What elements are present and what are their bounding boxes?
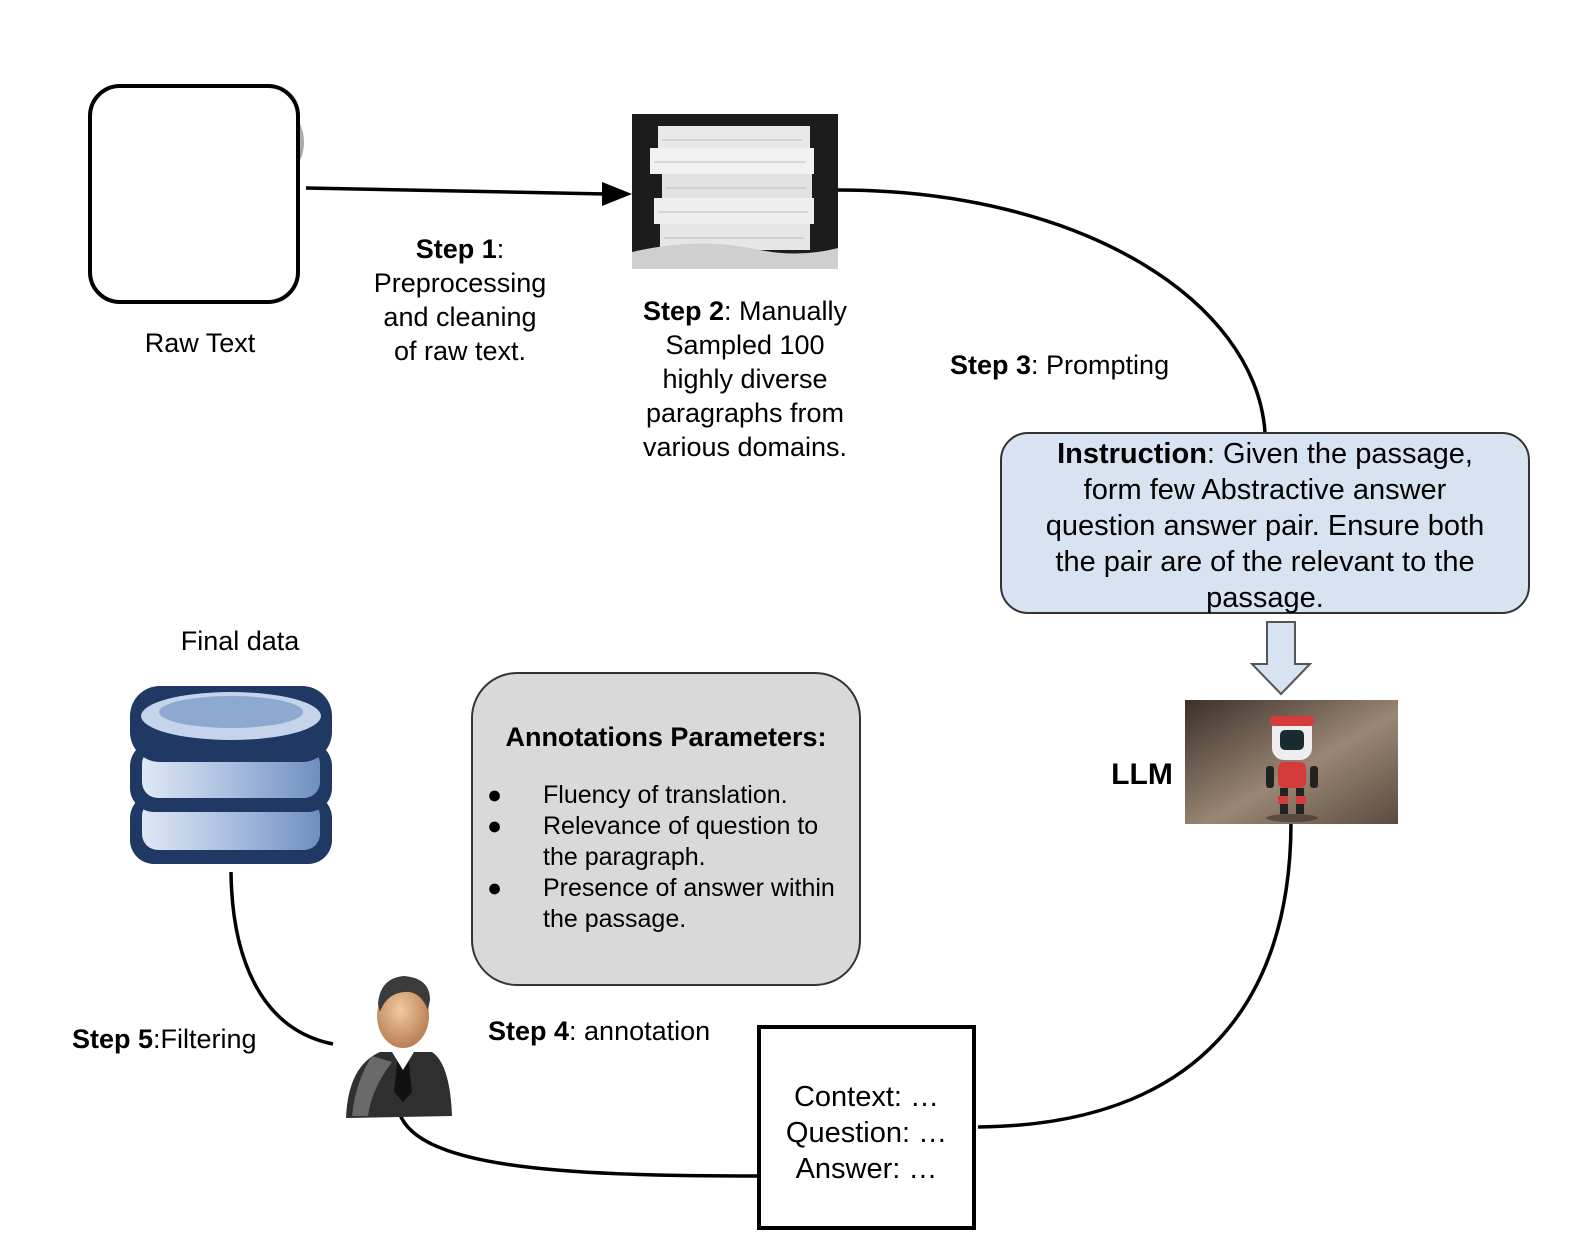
raw-text-box	[88, 84, 300, 304]
step2-label: Step 2: Manually Sampled 100 highly dive…	[630, 294, 860, 464]
annotations-list: ●Fluency of translation. ●Relevance of q…	[487, 780, 843, 935]
instruction-title: Instruction	[1057, 438, 1207, 470]
instruction-box: Instruction: Given the passage, form few…	[1000, 432, 1530, 614]
instruction-line: form few Abstractive answer	[1083, 474, 1447, 506]
instruction-line: question answer pair. Ensure both	[1045, 510, 1485, 542]
llm-to-qa-connector	[977, 821, 1293, 1129]
step2-line: Sampled 100	[665, 330, 825, 360]
list-item: ●Fluency of translation.	[487, 781, 788, 809]
qa-answer: Answer: …	[795, 1153, 938, 1185]
annotations-box: Annotations Parameters: ●Fluency of tran…	[471, 672, 861, 986]
down-arrow-icon	[1249, 621, 1313, 696]
step3-label: Step 3: Prompting	[950, 350, 1170, 380]
instruction-line: the pair are of the relevant to the	[1055, 546, 1475, 578]
qa-to-annotator-connector	[396, 1107, 758, 1178]
step1-line: and cleaning	[383, 302, 537, 332]
step5-label: Step 5:Filtering	[72, 1024, 257, 1054]
bullet-icon: ●	[487, 781, 503, 809]
robot-image	[1185, 700, 1398, 824]
qa-question: Question: …	[785, 1117, 948, 1149]
paper-stack-image	[632, 114, 838, 269]
list-item: ●Relevance of question to the paragraph.	[487, 812, 819, 871]
person-icon	[346, 976, 452, 1118]
raw-text-label: Raw Text	[144, 328, 256, 358]
step3-title: Step 3	[950, 350, 1032, 380]
step1-line: Preprocessing	[373, 268, 547, 298]
step1-arrow	[305, 186, 607, 196]
step1-arrowhead	[602, 182, 632, 206]
database-icon	[130, 686, 332, 864]
bullet-icon: ●	[487, 812, 503, 840]
step2-line: highly diverse	[662, 364, 828, 394]
step1-label: Step 1: Preprocessing and cleaning of ra…	[360, 232, 560, 368]
step1-line: of raw text.	[393, 336, 527, 366]
step5-title: Step 5	[72, 1024, 154, 1054]
step5-connector	[229, 871, 334, 1046]
list-item: ●Presence of answer within the passage.	[487, 874, 835, 933]
qa-context: Context: …	[793, 1081, 940, 1113]
step2-title: Step 2	[642, 296, 724, 326]
step2-line: paragraphs from	[645, 398, 845, 428]
instruction-line: passage.	[1206, 582, 1324, 614]
final-data-label: Final data	[180, 626, 300, 656]
llm-label: LLM	[1111, 758, 1173, 791]
bullet-icon: ●	[487, 874, 503, 902]
step4-title: Step 4	[488, 1016, 570, 1046]
annotations-title: Annotations Parameters:	[505, 722, 827, 752]
step2-line: various domains.	[642, 432, 848, 462]
step1-title: Step 1	[415, 234, 497, 264]
qa-output-box: Context: … Question: … Answer: …	[757, 1025, 976, 1230]
step3-connector	[837, 188, 1267, 433]
step4-label: Step 4: annotation	[488, 1016, 711, 1046]
